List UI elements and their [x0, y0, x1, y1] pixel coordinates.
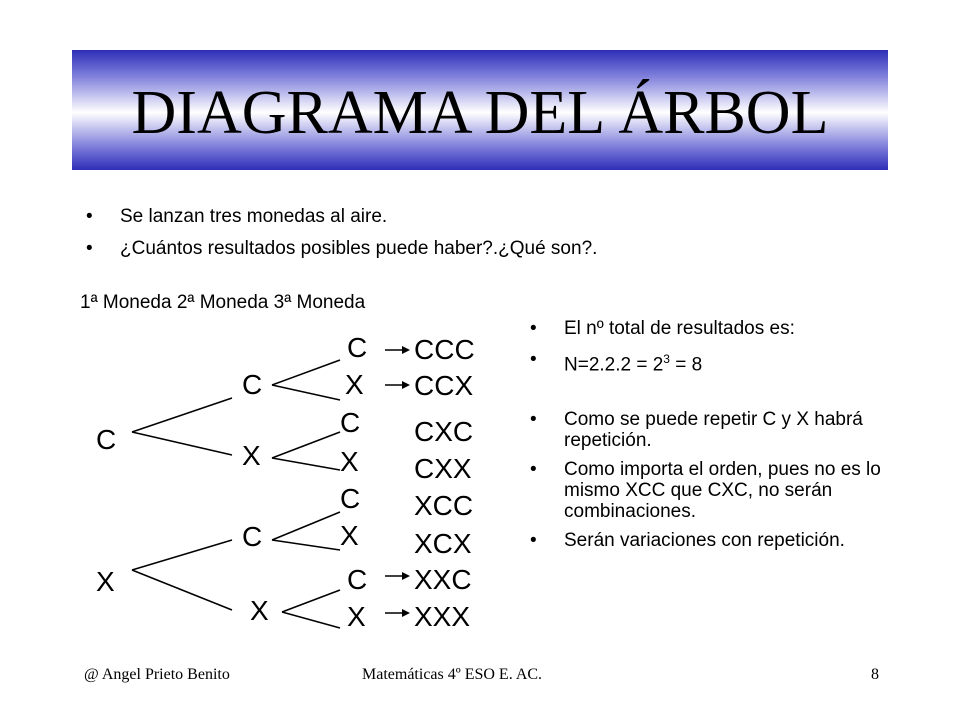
tree-node-level3: C [340, 483, 361, 514]
formula-bullet: N=2.2.2 = 23 = 8 [526, 349, 896, 375]
tree-branch [271, 539, 341, 551]
total-bullet: El nº total de resultados es: [526, 318, 896, 339]
outcome-label: CCC [414, 334, 475, 365]
tree-branch [271, 359, 341, 386]
outcome-label: CCX [414, 370, 474, 401]
tree-node-level3: X [347, 601, 366, 632]
intro-bullet: ¿Cuántos resultados posibles puede haber… [82, 238, 597, 270]
footer-page-number: 8 [871, 666, 879, 683]
outcome-label: CXC [414, 416, 474, 447]
arrow-icon [402, 381, 410, 389]
repetition-bullet: Como se puede repetir C y X habrá repeti… [526, 409, 896, 451]
tree-node-level2: X [242, 440, 261, 471]
order-bullet: Como importa el orden, pues no es lo mis… [526, 459, 896, 522]
tree-node-level2: C [242, 369, 263, 400]
tree-node-level1: X [96, 566, 115, 597]
formula-text: N=2.2.2 = 2 [564, 354, 664, 376]
tree-node-level1: C [96, 424, 117, 455]
footer-course: Matemáticas 4º ESO E. AC. [362, 666, 543, 683]
tree-node-level3: X [345, 369, 364, 400]
tree-branch [271, 457, 341, 471]
explanation-bullet-list: El nº total de resultados es: N=2.2.2 = … [526, 318, 896, 551]
intro-bullet: Se lanzan tres monedas al aire. [82, 206, 597, 238]
intro-bullet-list: Se lanzan tres monedas al aire. ¿Cuántos… [82, 206, 597, 270]
outcome-label: XCX [414, 528, 472, 559]
formula-result: = 8 [669, 354, 703, 376]
title-banner: DIAGRAMA DEL ÁRBOL [72, 50, 888, 170]
tree-branch [271, 511, 341, 541]
tree-branch [131, 397, 233, 433]
tree-node-level3: C [340, 407, 361, 438]
tree-branch [131, 569, 233, 611]
tree-branch [271, 384, 341, 401]
tree-branch [131, 539, 233, 571]
formula-exponent: 3 [663, 352, 670, 366]
outcome-label: XXC [414, 564, 472, 595]
tree-node-level2: C [242, 521, 263, 552]
tree-node-level2: X [250, 595, 269, 626]
page-title: DIAGRAMA DEL ÁRBOL [131, 79, 829, 147]
outcome-label: XCC [414, 490, 474, 521]
coin-column-headers: 1ª Moneda 2ª Moneda 3ª Moneda [80, 292, 366, 313]
arrow-icon [402, 346, 410, 354]
tree-node-level3: X [340, 446, 359, 477]
tree-branch [271, 431, 341, 459]
tree-node-level3: C [347, 332, 368, 363]
footer-author: @ Angel Prieto Benito [84, 666, 230, 683]
outcome-label: CXX [414, 453, 472, 484]
tree-node-level3: X [340, 520, 359, 551]
tree-node-level3: C [347, 564, 368, 595]
outcome-label: XXX [414, 601, 471, 632]
arrow-icon [402, 572, 410, 580]
conclusion-bullet: Serán variaciones con repetición. [526, 530, 896, 551]
arrow-icon [402, 609, 410, 617]
tree-branch [281, 589, 341, 613]
tree-branch [131, 431, 233, 456]
tree-branch [281, 611, 341, 629]
